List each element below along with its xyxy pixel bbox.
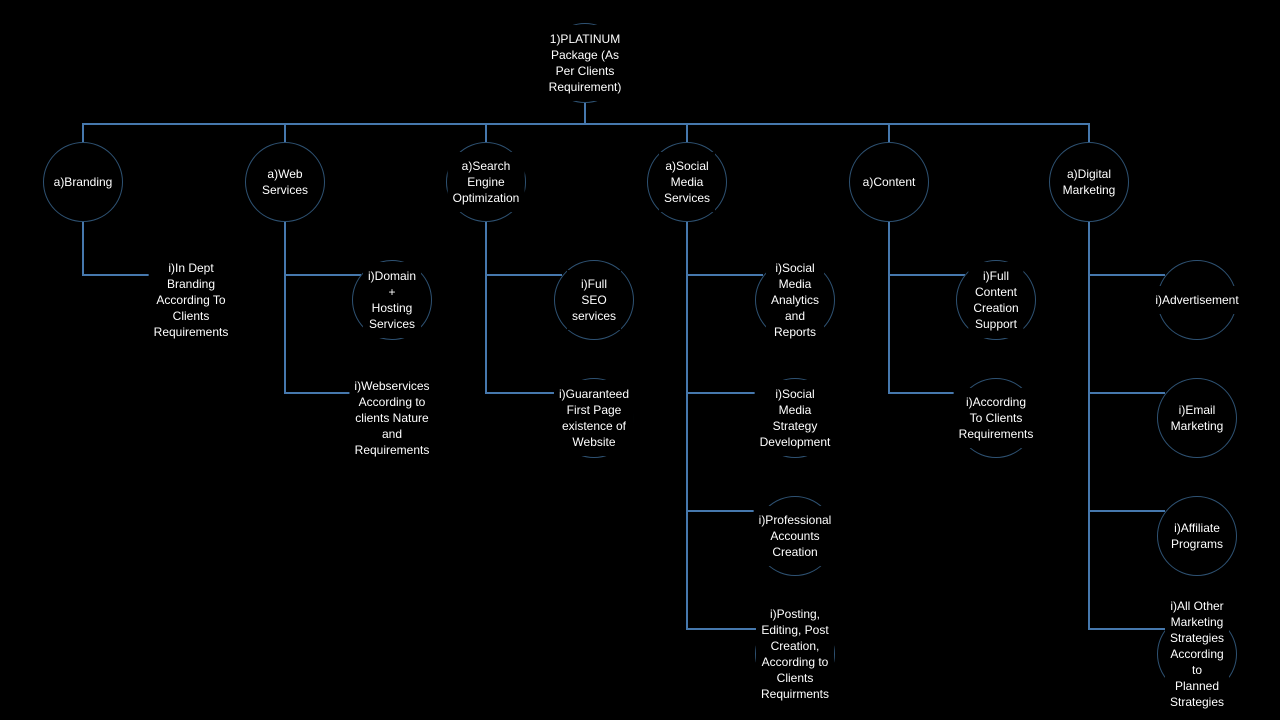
node-label: i)Full Content Creation Support xyxy=(968,262,1024,338)
node-label: i)Social Media Strategy Development xyxy=(754,380,836,456)
node-label: i)Domain + Hosting Services xyxy=(362,262,422,338)
connector-elbow xyxy=(284,274,361,276)
node-label: 1)PLATINUM Package (As Per Clients Requi… xyxy=(543,25,627,101)
node-label: a)Search Engine Optimization xyxy=(447,152,525,212)
connector-spine-digital-marketing xyxy=(1088,222,1090,630)
node-label: a)Digital Marketing xyxy=(1057,160,1121,204)
circle-shape xyxy=(647,142,727,222)
connector-drop-seo xyxy=(485,123,487,143)
connector-spine-seo xyxy=(485,222,487,394)
connector-spine-content xyxy=(888,222,890,394)
connector-spine-social-media xyxy=(686,222,688,630)
node-label: i)Posting, Editing, Post Creation, Accor… xyxy=(755,600,835,708)
circle-shape xyxy=(352,260,432,340)
node-label: a)Branding xyxy=(48,168,118,196)
connector-elbow xyxy=(686,274,763,276)
connector-spine-web-services xyxy=(284,222,286,394)
node-label: i)All Other Marketing Strategies Accordi… xyxy=(1164,592,1230,716)
connector-drop-branding xyxy=(82,123,84,143)
node-label: i)Full SEO services xyxy=(566,270,622,330)
connector-elbow xyxy=(1088,628,1165,630)
connector-elbow xyxy=(485,274,562,276)
circle-shape xyxy=(1157,378,1237,458)
node-label: a)Web Services xyxy=(256,160,314,204)
connector-elbow xyxy=(686,392,763,394)
node-label: i)Webservices According to clients Natur… xyxy=(349,372,435,464)
connector-elbow xyxy=(888,392,965,394)
circle-shape xyxy=(849,142,929,222)
node-label: i)Advertisement xyxy=(1150,286,1244,314)
node-label: i)In Dept Branding According To Clients … xyxy=(148,254,234,346)
node-label: a)Content xyxy=(857,168,921,196)
node-label: i)Affiliate Programs xyxy=(1165,514,1229,558)
circle-shape xyxy=(446,142,526,222)
connector-elbow xyxy=(1088,274,1165,276)
circle-shape xyxy=(245,142,325,222)
connector-elbow xyxy=(284,392,361,394)
connector-elbow xyxy=(1088,392,1165,394)
connector-spine-branding xyxy=(82,222,84,276)
connector-root-stem xyxy=(584,102,586,125)
node-label: a)Social Media Services xyxy=(659,152,715,212)
connector-elbow xyxy=(686,628,763,630)
connector-elbow xyxy=(485,392,562,394)
connector-elbow xyxy=(1088,510,1165,512)
connector-elbow xyxy=(82,274,159,276)
circle-shape xyxy=(956,260,1036,340)
node-label: i)Guaranteed First Page existence of Web… xyxy=(553,380,635,456)
circle-shape xyxy=(43,142,123,222)
connector-main-rail xyxy=(82,123,1090,125)
connector-drop-digital-marketing xyxy=(1088,123,1090,143)
node-label: i)Social Media Analytics and Reports xyxy=(765,254,825,346)
connector-drop-web-services xyxy=(284,123,286,143)
circle-shape xyxy=(1049,142,1129,222)
connector-elbow xyxy=(686,510,763,512)
circle-shape xyxy=(1157,496,1237,576)
connector-drop-content xyxy=(888,123,890,143)
node-label: i)Professional Accounts Creation xyxy=(753,506,837,566)
connector-drop-social-media xyxy=(686,123,688,143)
node-label: i)Email Marketing xyxy=(1165,396,1229,440)
connector-elbow xyxy=(888,274,965,276)
node-label: i)According To Clients Requirements xyxy=(953,388,1039,448)
circle-shape xyxy=(554,260,634,340)
